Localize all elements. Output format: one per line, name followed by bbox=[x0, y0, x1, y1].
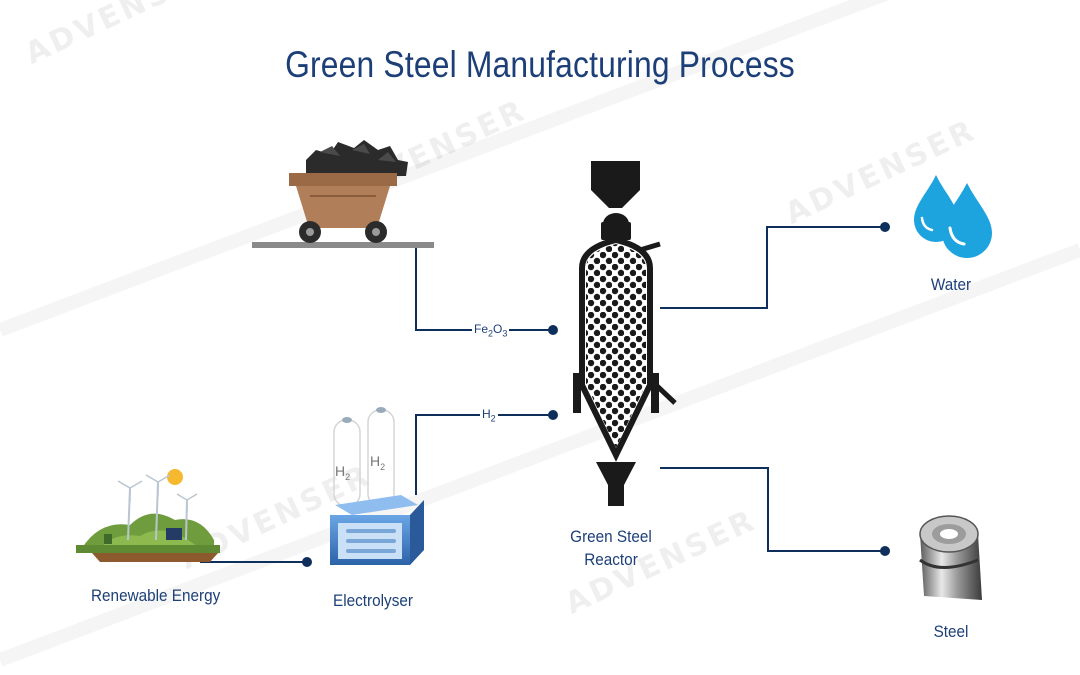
hydrogen-flow-label: H2 bbox=[480, 407, 498, 424]
steel-outlet-dot bbox=[880, 546, 890, 556]
hydrogen-subscript: 2 bbox=[490, 413, 496, 424]
reactor-label-line1: Green Steel bbox=[570, 527, 652, 546]
tank-label-right-sub: 2 bbox=[380, 461, 386, 472]
renewable-energy-icon bbox=[76, 469, 220, 562]
tank-label-left: H2 bbox=[335, 463, 350, 482]
green-steel-reactor-icon bbox=[573, 161, 677, 506]
water-outlet-dot bbox=[880, 222, 890, 232]
iron-ore-cart-icon bbox=[252, 140, 434, 248]
reactor-label-line2: Reactor bbox=[584, 550, 638, 569]
steel-label: Steel bbox=[933, 622, 969, 641]
tank-label-right: H2 bbox=[370, 453, 385, 472]
tank-label-right-base: H bbox=[370, 453, 381, 469]
iron-ore-symbol-fe: Fe bbox=[474, 322, 489, 336]
tank-label-left-sub: 2 bbox=[345, 471, 351, 482]
steel-flow-line bbox=[660, 467, 885, 552]
flow-endpoints bbox=[302, 222, 890, 567]
flow-lines bbox=[200, 226, 885, 563]
energy-outlet-dot bbox=[302, 557, 312, 567]
iron-ore-symbol-o: O bbox=[493, 322, 503, 336]
water-drops-icon bbox=[914, 175, 992, 258]
tank-label-left-base: H bbox=[335, 463, 346, 479]
hydrogen-flow-line bbox=[415, 414, 553, 495]
renewable-energy-label: Renewable Energy bbox=[91, 586, 221, 605]
steel-coil-icon bbox=[919, 515, 982, 600]
iron-ore-subscript-3: 3 bbox=[502, 328, 508, 339]
electrolyser-label: Electrolyser bbox=[333, 591, 413, 610]
water-flow-line bbox=[660, 226, 885, 309]
hydrogen-symbol: H bbox=[482, 407, 491, 421]
ore-flow-line bbox=[415, 248, 553, 331]
iron-ore-flow-label: Fe2O3 bbox=[472, 322, 510, 339]
iron-ore-subscript-2: 2 bbox=[488, 328, 494, 339]
page-title: Green Steel Manufacturing Process bbox=[285, 44, 795, 85]
hydrogen-inlet-dot bbox=[548, 410, 558, 420]
water-label: Water bbox=[930, 275, 972, 294]
electrolyser-icon bbox=[330, 407, 424, 565]
ore-inlet-dot bbox=[548, 325, 558, 335]
